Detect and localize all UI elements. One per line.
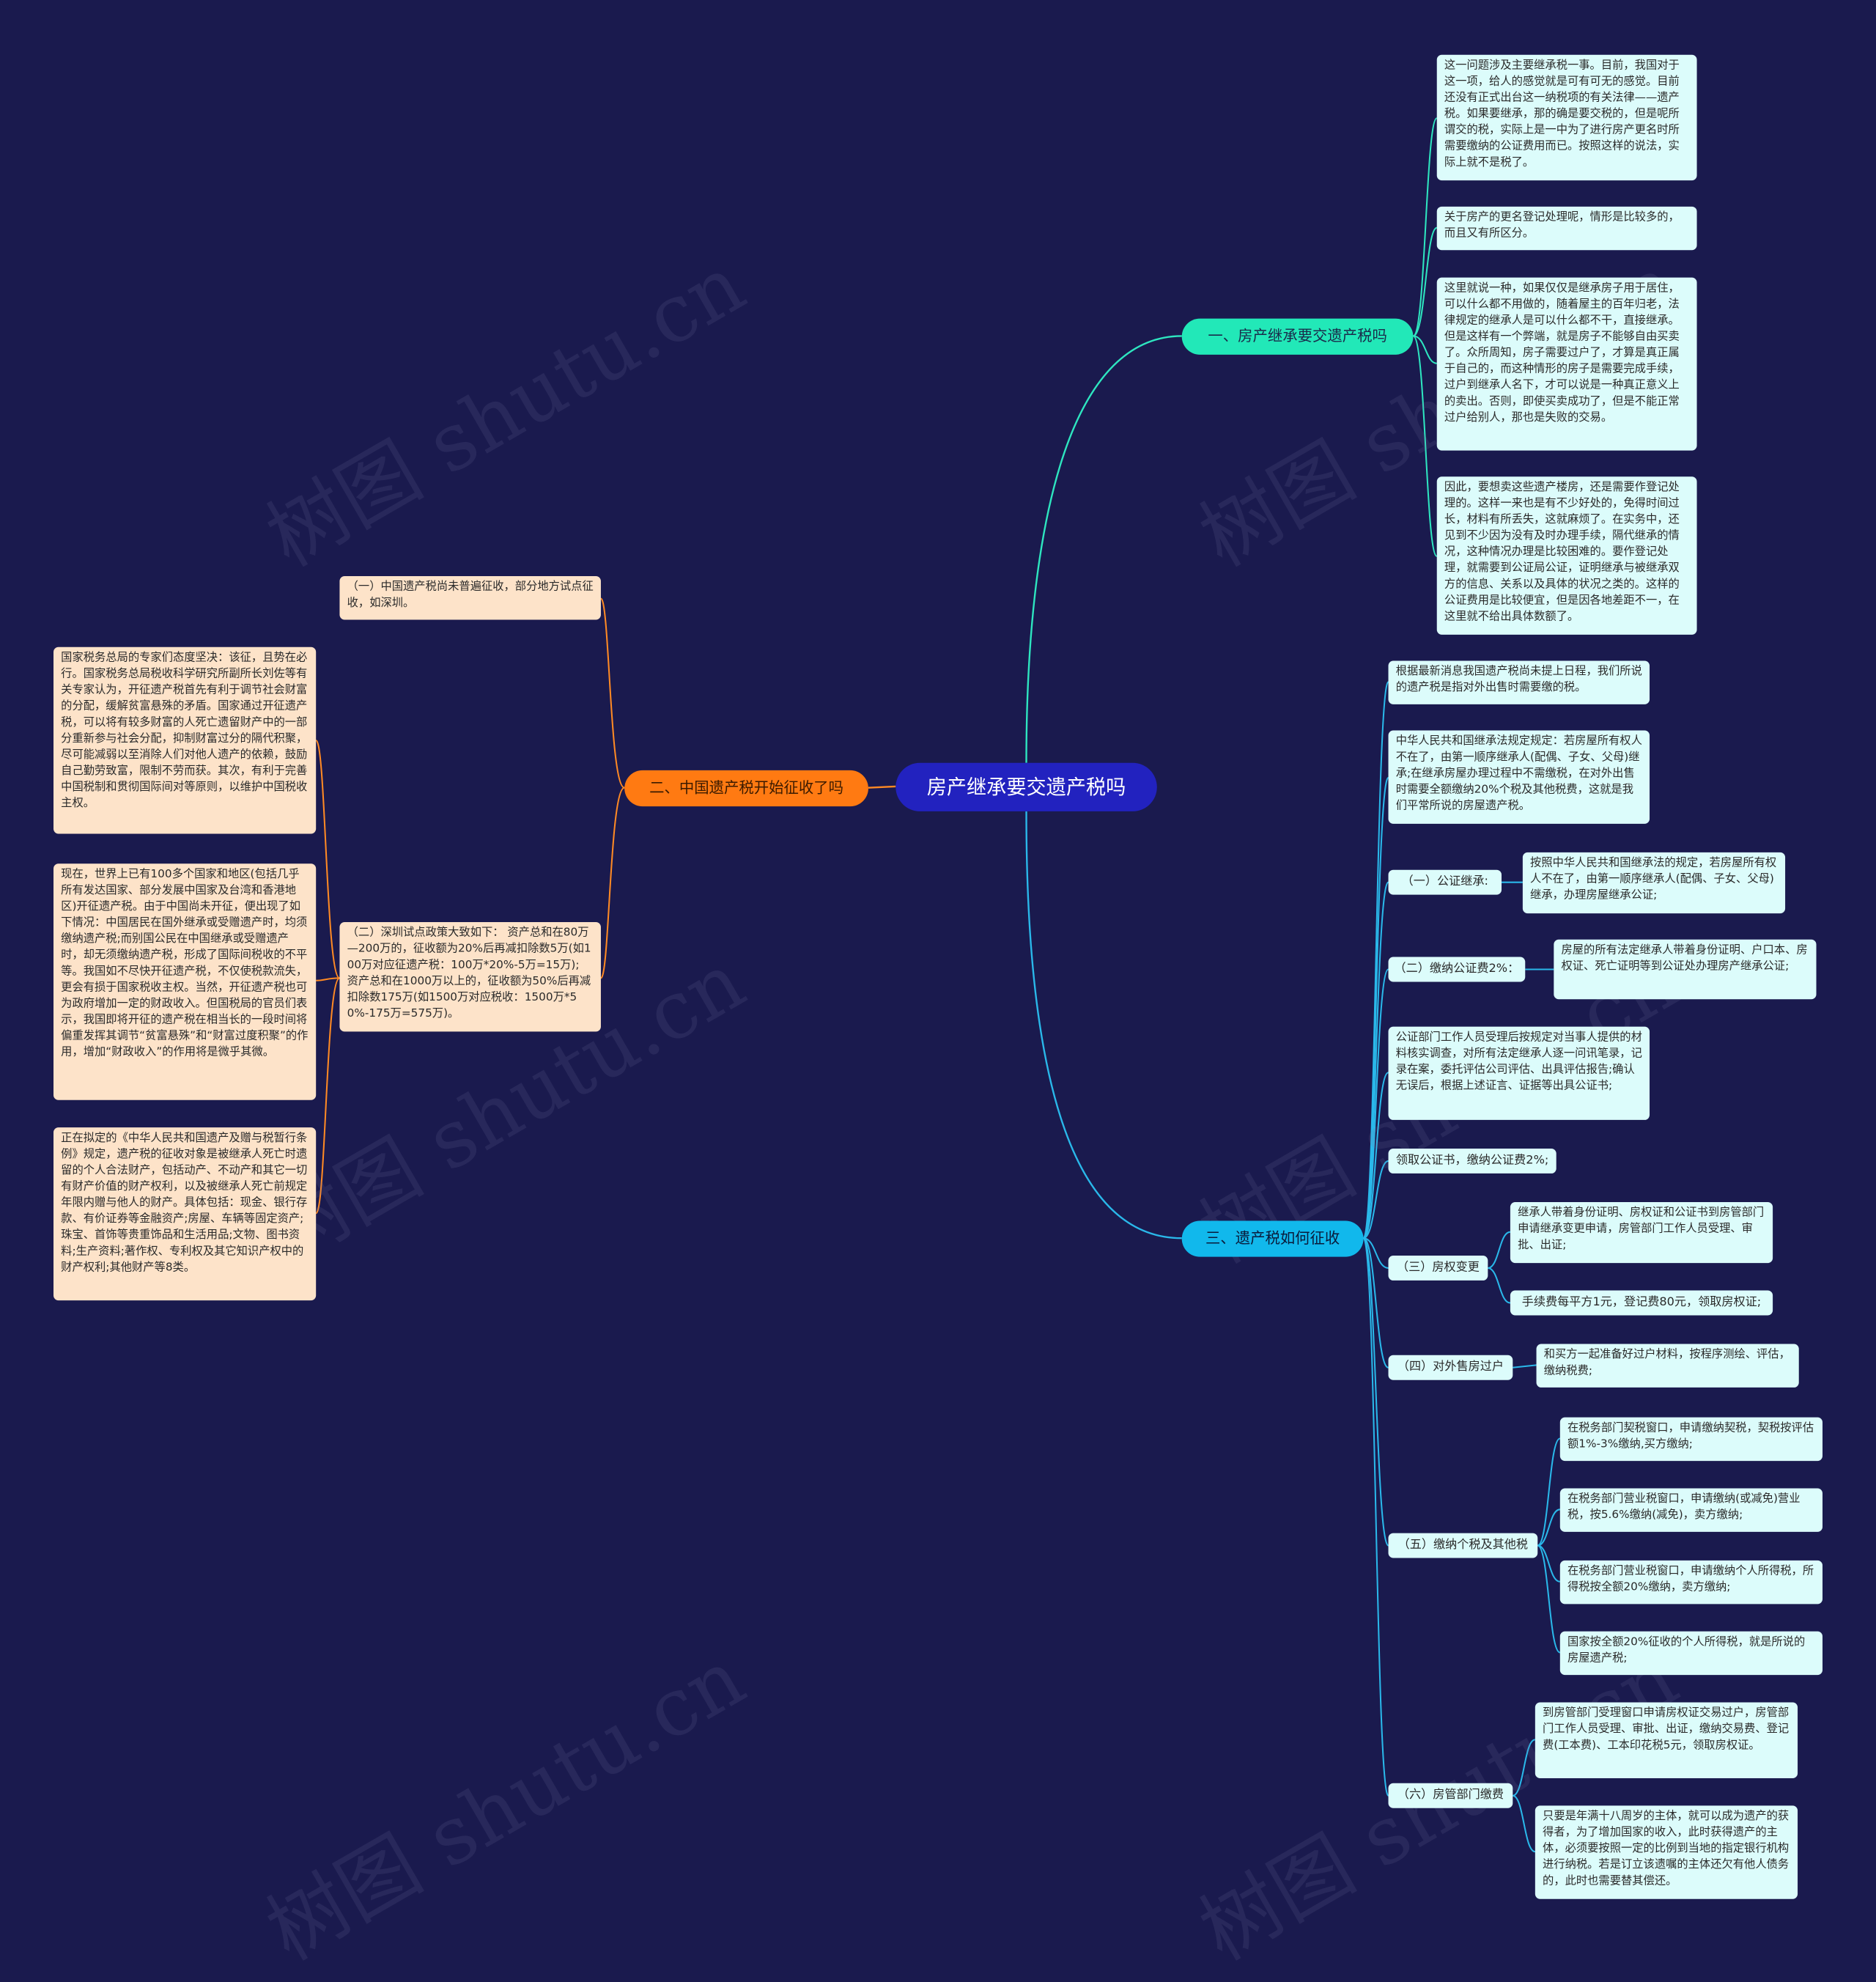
step-3-item[interactable]: 继承人带着身份证明、房权证和公证书到房管部门申请继承变更申请，房管部门工作人员受…	[1510, 1201, 1773, 1264]
branch2-leaf[interactable]: 正在拟定的《中华人民共和国遗产及赠与税暂行条例》规定，遗产税的征收对象是被继承人…	[53, 1127, 317, 1301]
step-6-label[interactable]: （六）房管部门缴费	[1388, 1783, 1513, 1808]
step-6-item[interactable]: 只要是年满十八周岁的主体，就可以成为遗产的获得者，为了增加国家的收入，此时获得遗…	[1535, 1805, 1798, 1899]
branch1-leaf[interactable]: 这一问题涉及主要继承税一事。目前，我国对于这一项，给人的感觉就是可有可无的感觉。…	[1436, 54, 1697, 181]
step-6-item[interactable]: 到房管部门受理窗口申请房权证交易过户，房管部门工作人员受理、审批、出证，缴纳交易…	[1535, 1702, 1798, 1779]
step-2-text[interactable]: 房屋的所有法定继承人带着身份证明、户口本、房权证、死亡证明等到公证处办理房产继承…	[1554, 939, 1817, 1000]
branch2-sub-1[interactable]: （一）中国遗产税尚未普遍征收，部分地方试点征收，如深圳。	[339, 576, 601, 620]
step-5-item[interactable]: 在税务部门契税窗口，申请缴纳契税，契税按评估额1%-3%缴纳,买方缴纳;	[1559, 1417, 1823, 1462]
step-4-text[interactable]: 和买方一起准备好过户材料，按程序测绘、评估，缴纳税费;	[1536, 1344, 1799, 1388]
step-1-label[interactable]: （一）公证继承:	[1388, 869, 1502, 895]
branch1-leaf[interactable]: 因此，要想卖这些遗产楼房，还是需要作登记处理的。这样一来也是有不少好处的，免得时…	[1436, 476, 1697, 635]
notary-process[interactable]: 公证部门工作人员受理后按规定对当事人提供的材料核实调查，对所有法定继承人逐一问讯…	[1388, 1026, 1650, 1120]
step-2-label[interactable]: （二）缴纳公证费2%：	[1388, 957, 1526, 982]
branch1-leaf[interactable]: 这里就说一种，如果仅仅是继承房子用于居住，可以什么都不用做的，随着屋主的百年归老…	[1436, 277, 1697, 451]
step-5-item[interactable]: 在税务部门营业税窗口，申请缴纳(或减免)营业税，按5.6%缴纳(减免)，卖方缴纳…	[1559, 1488, 1823, 1532]
branch3-intro-2[interactable]: 中华人民共和国继承法规定规定：若房屋所有权人不在了，由第一顺序继承人(配偶、子女…	[1388, 730, 1650, 824]
branch-node-2[interactable]: 二、中国遗产税开始征收了吗	[624, 770, 868, 807]
branch2-leaf[interactable]: 现在，世界上已有100多个国家和地区(包括几乎所有发达国家、部分发展中国家及台湾…	[53, 863, 317, 1100]
branch-node-3[interactable]: 三、遗产税如何征收	[1181, 1220, 1364, 1257]
step-1-text[interactable]: 按照中华人民共和国继承法的规定，若房屋所有权人不在了，由第一顺序继承人(配偶、子…	[1522, 852, 1786, 914]
step-3-item[interactable]: 手续费每平方1元，登记费80元，领取房权证;	[1510, 1290, 1773, 1316]
step-5-label[interactable]: （五）缴纳个税及其他税	[1388, 1533, 1538, 1558]
branch1-leaf[interactable]: 关于房产的更名登记处理呢，情形是比较多的，而且又有所区分。	[1436, 206, 1697, 251]
branch2-leaf[interactable]: 国家税务总局的专家们态度坚决：该征，且势在必行。国家税务总局税收科学研究所副所长…	[53, 646, 317, 834]
step-5-item[interactable]: 国家按全额20%征收的个人所得税，就是所说的房屋遗产税;	[1559, 1631, 1823, 1676]
receive-certificate[interactable]: 领取公证书，缴纳公证费2%;	[1388, 1148, 1556, 1174]
branch2-sub-2[interactable]: （二）深圳试点政策大致如下： 资产总和在80万—200万的，征收额为20%后再减…	[339, 921, 601, 1032]
step-4-label[interactable]: （四）对外售房过户	[1388, 1355, 1513, 1380]
root-node[interactable]: 房产继承要交遗产税吗	[895, 762, 1157, 811]
branch-node-1[interactable]: 一、房产继承要交遗产税吗	[1181, 318, 1414, 355]
step-3-label[interactable]: （三）房权变更	[1388, 1255, 1488, 1281]
branch3-intro-1[interactable]: 根据最新消息我国遗产税尚未提上日程，我们所说的遗产税是指对外出售时需要缴的税。	[1388, 660, 1650, 704]
step-5-item[interactable]: 在税务部门营业税窗口，申请缴纳个人所得税，所得税按全额20%缴纳，卖方缴纳;	[1559, 1560, 1823, 1605]
